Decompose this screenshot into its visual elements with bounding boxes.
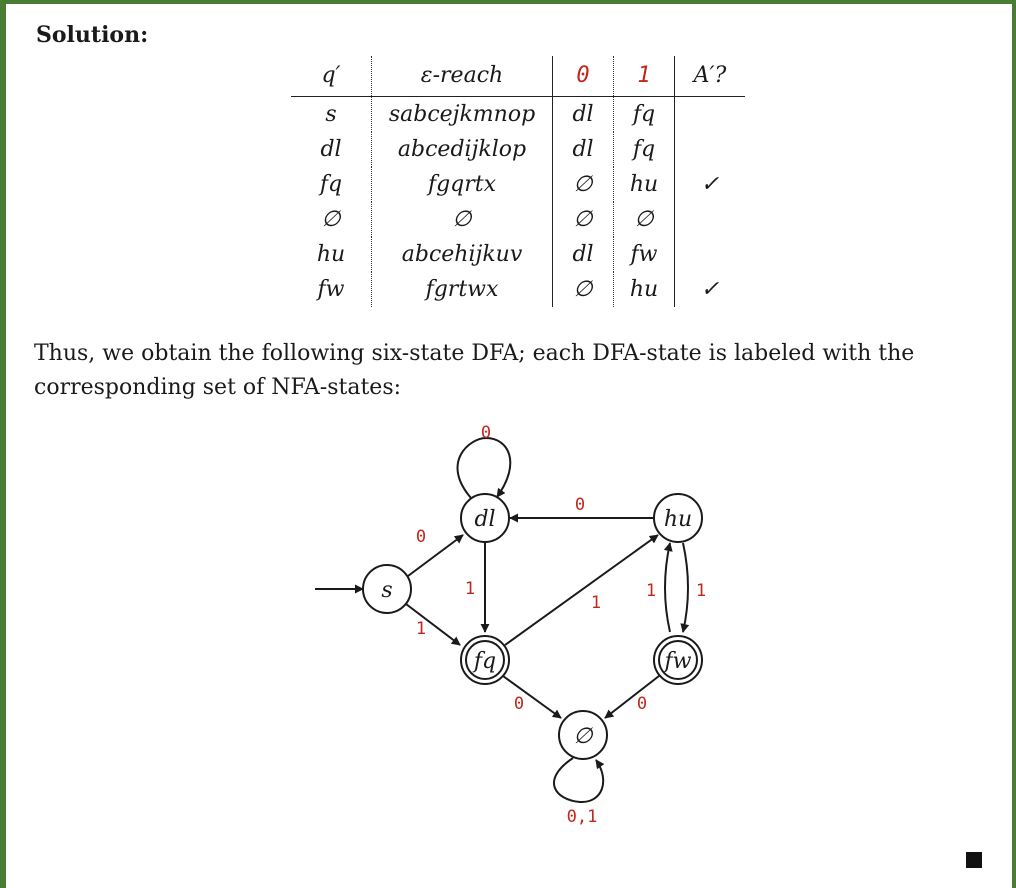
- edge-label: 0,1: [567, 807, 598, 827]
- edge-label: 1: [465, 579, 475, 599]
- edge-fw-hu: [663, 542, 673, 633]
- edge-label: 1: [696, 581, 706, 601]
- cell-on-1: ∅: [613, 202, 675, 237]
- epsilon-reach-table: q′ ε-reach 0 1 A′? s sabcejkmnop dl fq d…: [291, 56, 745, 307]
- edge-label: 1: [591, 593, 601, 613]
- cell-on-1: hu: [613, 167, 675, 202]
- state-label: dl: [474, 507, 495, 532]
- edge-fq-empty: [502, 675, 562, 719]
- cell-state: ∅: [291, 202, 372, 237]
- state-label: s: [381, 578, 392, 603]
- state-empty: [558, 710, 608, 760]
- header-symbol-1: 1: [613, 56, 675, 97]
- cell-on-1: fq: [613, 96, 675, 132]
- table-row: dl abcedijklop dl fq: [291, 132, 745, 167]
- cell-reach: ∅: [371, 202, 553, 237]
- table-row: hu abcehijkuv dl fw: [291, 237, 745, 272]
- edge-hu-fw: [680, 542, 690, 633]
- cell-on-1: fq: [613, 132, 675, 167]
- edge-fw-empty: [604, 675, 660, 719]
- cell-reach: fgqrtx: [371, 167, 553, 202]
- cell-state: fq: [291, 167, 372, 202]
- edge-label: 0: [416, 527, 426, 547]
- cell-on-1: fw: [613, 237, 675, 272]
- cell-accepting: ✓: [700, 172, 720, 197]
- edge-label: 0: [575, 495, 585, 515]
- header-accepting: A′?: [674, 56, 745, 97]
- state-s: [362, 564, 412, 614]
- table-row: fw fgrtwx ∅ hu ✓: [291, 272, 745, 307]
- table-header-row: q′ ε-reach 0 1 A′?: [291, 56, 745, 97]
- state-hu: [653, 493, 703, 543]
- table-row: ∅ ∅ ∅ ∅: [291, 202, 745, 237]
- cell-state: dl: [291, 132, 372, 167]
- edge-label: 0: [514, 694, 524, 714]
- table-row: fq fgqrtx ∅ hu ✓: [291, 167, 745, 202]
- cell-reach: abcedijklop: [371, 132, 553, 167]
- cell-accepting: ✓: [700, 277, 720, 302]
- state-label: hu: [664, 507, 692, 532]
- cell-on-0: dl: [552, 132, 614, 167]
- qed-square-icon: [966, 852, 982, 868]
- edge-s-fq: [405, 603, 461, 646]
- header-symbol-0: 0: [552, 56, 614, 97]
- solution-heading: Solution:: [36, 22, 149, 48]
- cell-on-0: ∅: [552, 167, 614, 202]
- state-label: ∅: [573, 724, 593, 749]
- state-dl: [460, 493, 510, 543]
- state-fq-inner: [465, 640, 505, 680]
- explanation-paragraph: Thus, we obtain the following six-state …: [34, 341, 915, 400]
- cell-on-0: ∅: [552, 202, 614, 237]
- state-fw-inner: [658, 640, 698, 680]
- state-label: fw: [663, 649, 692, 674]
- edge-label: 1: [646, 581, 656, 601]
- cell-reach: sabcejkmnop: [371, 96, 553, 132]
- edge-s-dl: [407, 534, 464, 577]
- table-row: s sabcejkmnop dl fq: [291, 96, 745, 132]
- cell-on-0: ∅: [552, 272, 614, 307]
- edge-empty-self: [553, 757, 605, 804]
- state-label: fq: [472, 649, 496, 674]
- edge-fq-hu: [504, 534, 659, 646]
- cell-on-0: dl: [552, 96, 614, 132]
- cell-state: hu: [291, 237, 372, 272]
- cell-reach: fgrtwx: [371, 272, 553, 307]
- edge-label: 0: [637, 694, 647, 714]
- edge-label: 1: [416, 619, 426, 639]
- cell-state: fw: [291, 272, 372, 307]
- cell-state: s: [291, 96, 372, 132]
- header-state: q′: [291, 56, 372, 97]
- cell-on-1: hu: [613, 272, 675, 307]
- cell-reach: abcehijkuv: [371, 237, 553, 272]
- edge-label: 0: [481, 423, 491, 443]
- edge-dl-self: [456, 436, 512, 499]
- header-epsilon-reach: ε-reach: [371, 56, 553, 97]
- cell-on-0: dl: [552, 237, 614, 272]
